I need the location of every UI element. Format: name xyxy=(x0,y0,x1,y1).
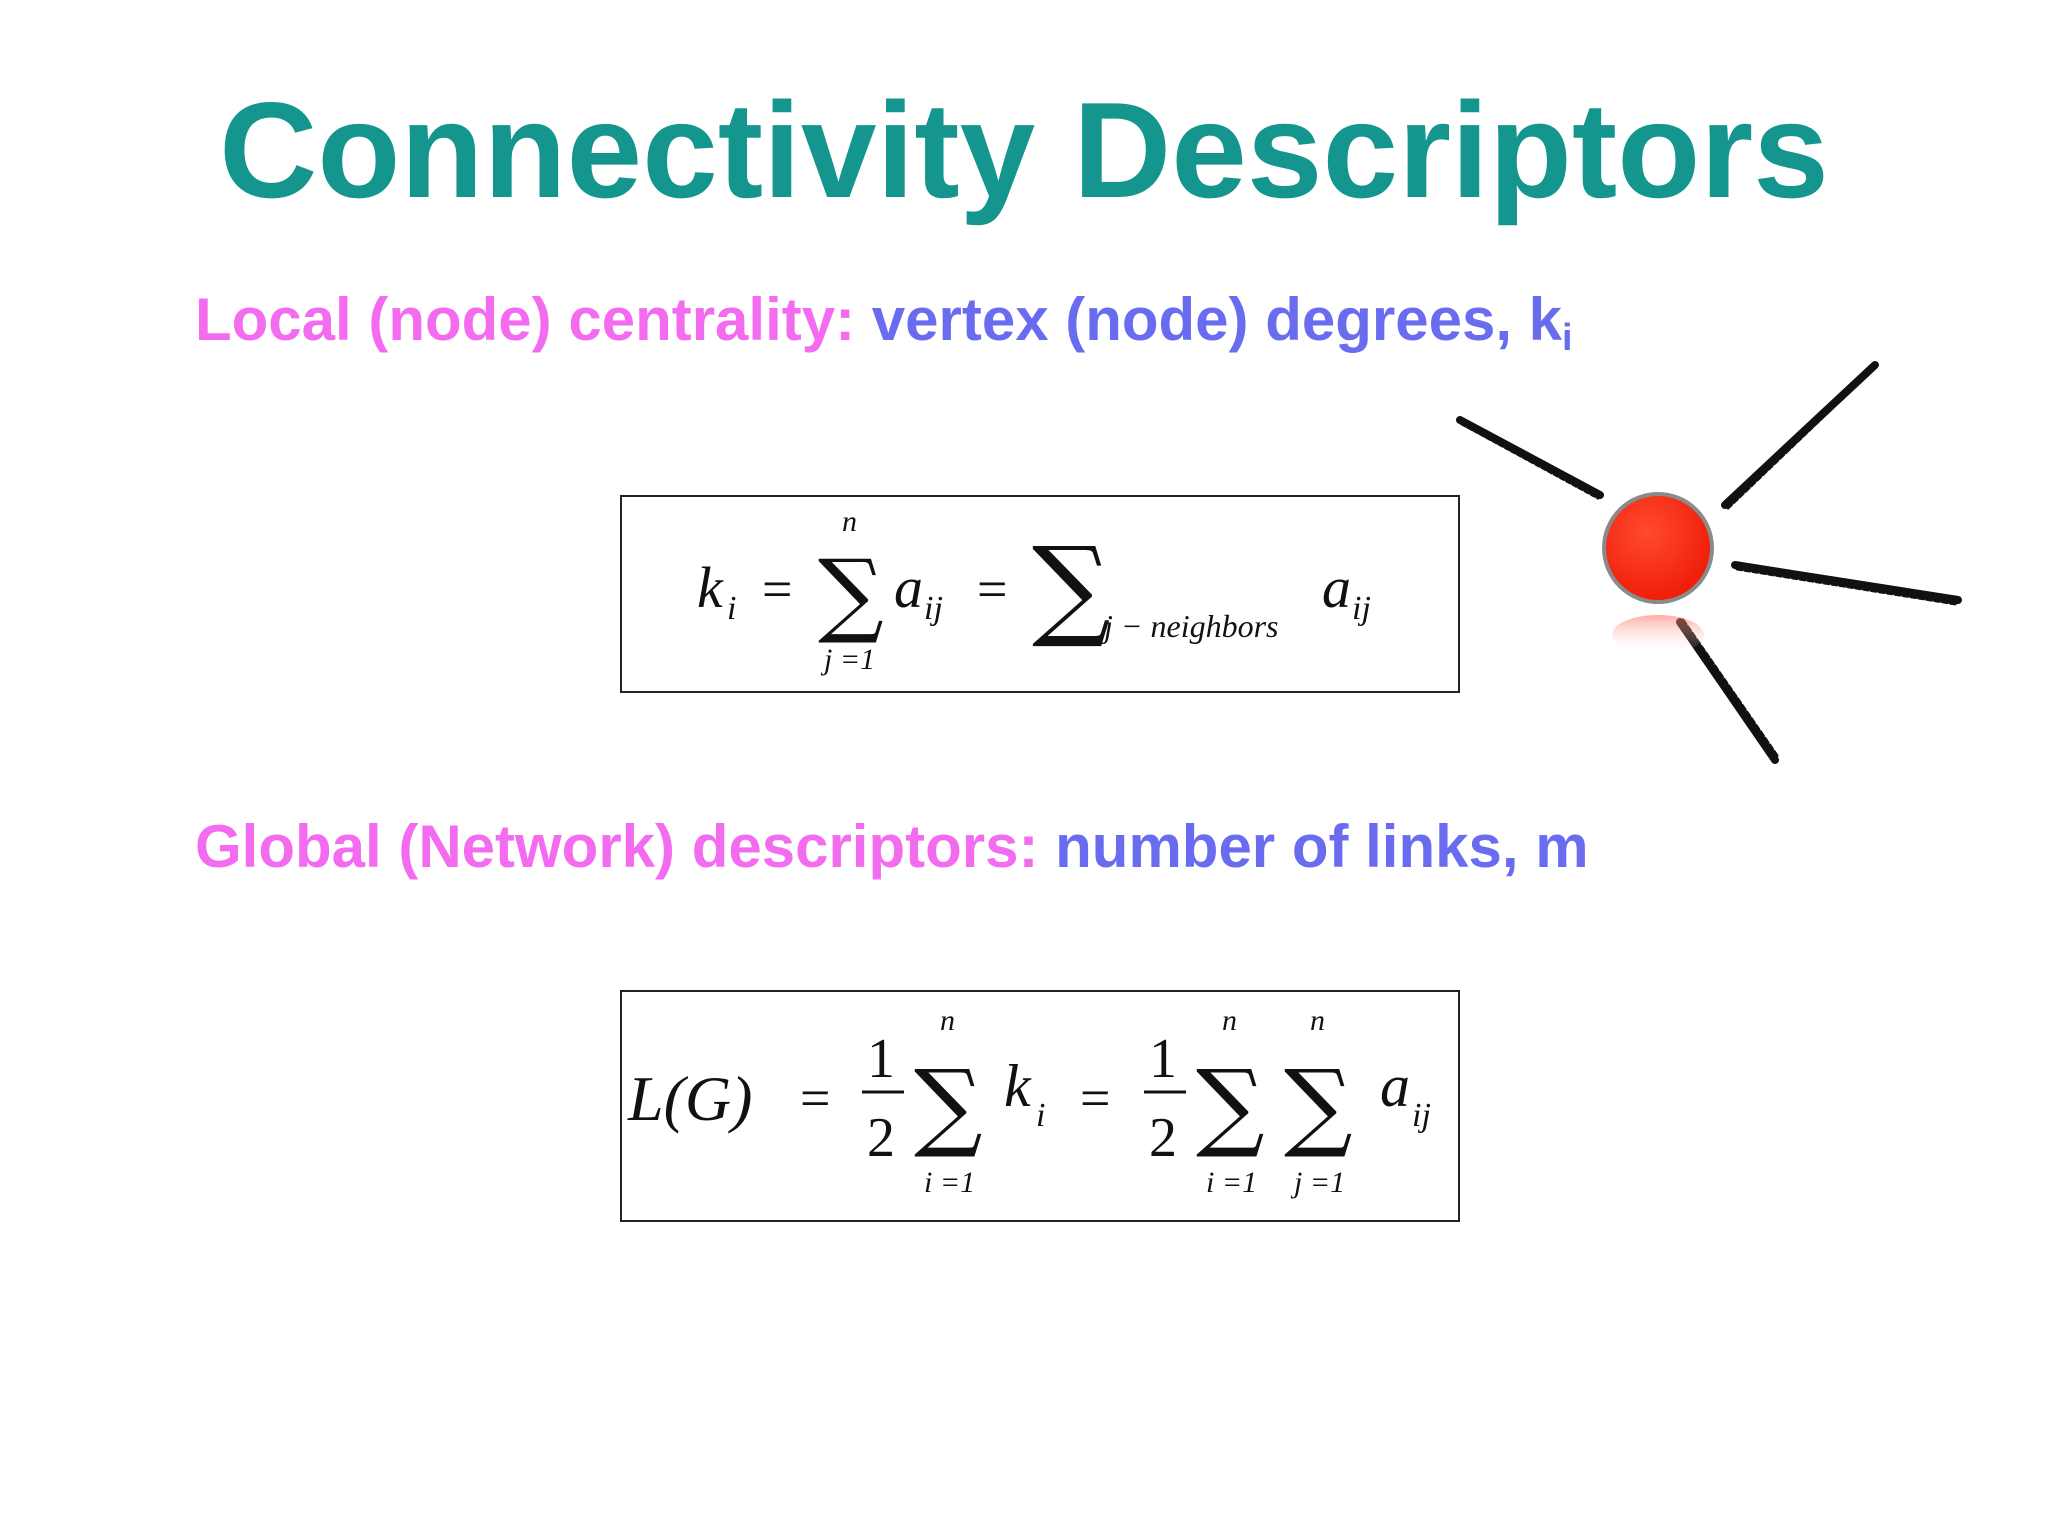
formula2-sum2-upper: n xyxy=(1222,1004,1237,1037)
links-formula-box: L(G) = 1 2 n ∑ i =1 k i = 1 2 n ∑ i =1 n… xyxy=(620,990,1460,1222)
formula2-frac2-num: 1 xyxy=(1149,1028,1177,1090)
sigma-icon-2b: ∑ xyxy=(1196,1049,1265,1161)
sigma-icon-2a: ∑ xyxy=(914,1049,983,1161)
local-value-subscript: i xyxy=(1562,317,1573,359)
formula2-sum3-lower: j =1 xyxy=(1290,1166,1345,1199)
formula1-term2-sub: ij xyxy=(1352,590,1371,627)
formula2-equals-1: = xyxy=(800,1068,830,1128)
links-formula: L(G) = 1 2 n ∑ i =1 k i = 1 2 n ∑ i =1 n… xyxy=(627,1004,1431,1199)
formula1-sum-upper: n xyxy=(842,505,857,538)
formula2-frac2-den: 2 xyxy=(1149,1107,1177,1169)
formula1-term: a xyxy=(894,555,923,620)
global-label: Global (Network) descriptors: xyxy=(195,813,1039,880)
node-circle xyxy=(1602,492,1714,604)
formula2-equals-2: = xyxy=(1080,1068,1110,1128)
degree-formula: k i = n ∑ j =1 a ij = ∑ j − neighbors a … xyxy=(697,505,1371,676)
formula1-equals-2: = xyxy=(977,559,1007,619)
formula1-term2: a xyxy=(1322,555,1351,620)
formula2-lhs: L(G) xyxy=(627,1063,752,1134)
formula2-sum1-upper: n xyxy=(940,1004,955,1037)
global-descriptors-heading: Global (Network) descriptors: number of … xyxy=(195,812,1589,882)
formula1-equals-1: = xyxy=(762,559,792,619)
formula2-sum2-lower: i =1 xyxy=(1206,1166,1257,1199)
formula1-lhs: k xyxy=(697,555,724,620)
global-value: number of links, m xyxy=(1055,813,1589,880)
formula2-term-k: k xyxy=(1004,1053,1032,1119)
local-label: Local (node) centrality: xyxy=(195,286,856,353)
formula1-sum2-lower: j − neighbors xyxy=(1100,608,1278,644)
sigma-icon-large: ∑ xyxy=(1032,523,1111,651)
local-centrality-heading: Local (node) centrality: vertex (node) d… xyxy=(195,285,1573,357)
formula1-sum-lower: j =1 xyxy=(820,643,875,676)
node-with-edges-icon xyxy=(1456,361,1962,764)
formula2-term-a-sub: ij xyxy=(1412,1097,1431,1134)
formula2-frac1-den: 2 xyxy=(867,1107,895,1169)
formula1-lhs-sub: i xyxy=(727,590,736,627)
slide-title: Connectivity Descriptors xyxy=(219,74,1829,226)
local-value-text: vertex (node) degrees, k xyxy=(871,286,1563,353)
formula2-sum3-upper: n xyxy=(1310,1004,1325,1037)
sigma-icon: ∑ xyxy=(818,540,884,647)
formula2-sum1-lower: i =1 xyxy=(924,1166,975,1199)
formula1-term-sub: ij xyxy=(924,590,943,627)
local-value: vertex (node) degrees, ki xyxy=(871,286,1573,357)
node-reflection xyxy=(1612,615,1704,655)
formula2-frac1-num: 1 xyxy=(867,1028,895,1090)
sigma-icon-2c: ∑ xyxy=(1284,1049,1353,1161)
formula2-term-a: a xyxy=(1380,1053,1410,1119)
degree-formula-box: k i = n ∑ j =1 a ij = ∑ j − neighbors a … xyxy=(620,495,1460,693)
formula2-term-k-sub: i xyxy=(1036,1097,1045,1134)
